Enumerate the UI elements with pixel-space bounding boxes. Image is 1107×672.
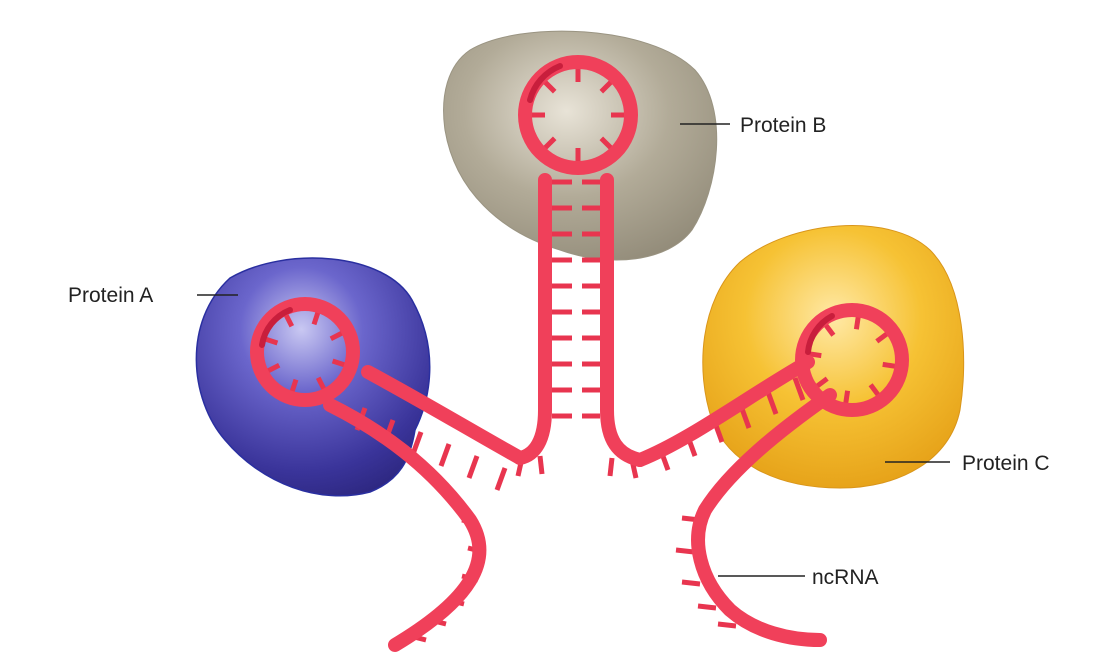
tail-c-rung	[681, 579, 701, 587]
loop-b-spoke	[599, 136, 613, 150]
protein-c-blob	[702, 225, 965, 489]
loop-c	[795, 303, 909, 417]
loop-c-spoke	[875, 331, 889, 344]
tail-c-rung	[697, 603, 717, 611]
loop-c-spoke	[882, 361, 896, 369]
stem-a-lower-strand	[323, 398, 487, 652]
ncrna-strand	[250, 55, 909, 652]
loop-c-spoke	[808, 351, 822, 359]
loop-b-spoke	[543, 136, 557, 150]
loop-c-spoke	[823, 323, 836, 337]
protein-b-label: Protein B	[740, 114, 826, 137]
loop-a-spoke	[329, 330, 344, 342]
loop-a-spoke	[331, 358, 346, 368]
loop-c-spoke	[815, 376, 829, 389]
junction-rung	[537, 455, 545, 475]
stem-a-rung	[494, 467, 508, 491]
tail-c-rung	[717, 621, 737, 629]
loop-a-shadow	[259, 307, 293, 348]
tail-c-rung	[675, 547, 695, 555]
loop-c-spoke	[853, 316, 861, 330]
loop-b-spoke	[599, 80, 613, 94]
ncrna-label: ncRNA	[812, 566, 879, 589]
stem-a-upper-strand	[361, 365, 527, 465]
stem-a-rung	[438, 443, 452, 467]
stem-c-lower-strand	[691, 388, 837, 647]
loop-a-spoke	[315, 376, 327, 391]
stem-c-upper-strand	[633, 355, 815, 467]
loop-b-shadow	[527, 63, 563, 103]
junction-rung	[607, 457, 615, 477]
loop-b-spoke	[543, 80, 557, 94]
base-pair-rungs	[264, 68, 896, 643]
loop-a-spoke	[289, 378, 299, 393]
stem-c-rung	[792, 377, 806, 401]
protein-a-blob	[195, 257, 431, 497]
loop-c-spoke	[843, 390, 851, 404]
loop-c-shadow	[805, 313, 835, 355]
loop-a-spoke	[311, 311, 321, 326]
callouts: Protein A Protein B Protein C ncRNA	[68, 114, 1050, 589]
loop-b	[518, 55, 638, 175]
loop-a	[250, 297, 360, 407]
loop-a-spoke	[264, 336, 279, 346]
stem-c-rung	[765, 391, 779, 415]
protein-a-label: Protein A	[68, 284, 153, 307]
protein-c-label: Protein C	[962, 452, 1050, 475]
stem-b-right-strand	[600, 173, 647, 467]
loop-a-spoke	[283, 313, 295, 328]
loop-a-spoke	[266, 362, 281, 374]
stem-a-rung	[466, 455, 480, 479]
protein-b-blob	[443, 30, 718, 261]
loop-c-spoke	[868, 383, 881, 397]
stem-a-rung	[410, 431, 424, 455]
